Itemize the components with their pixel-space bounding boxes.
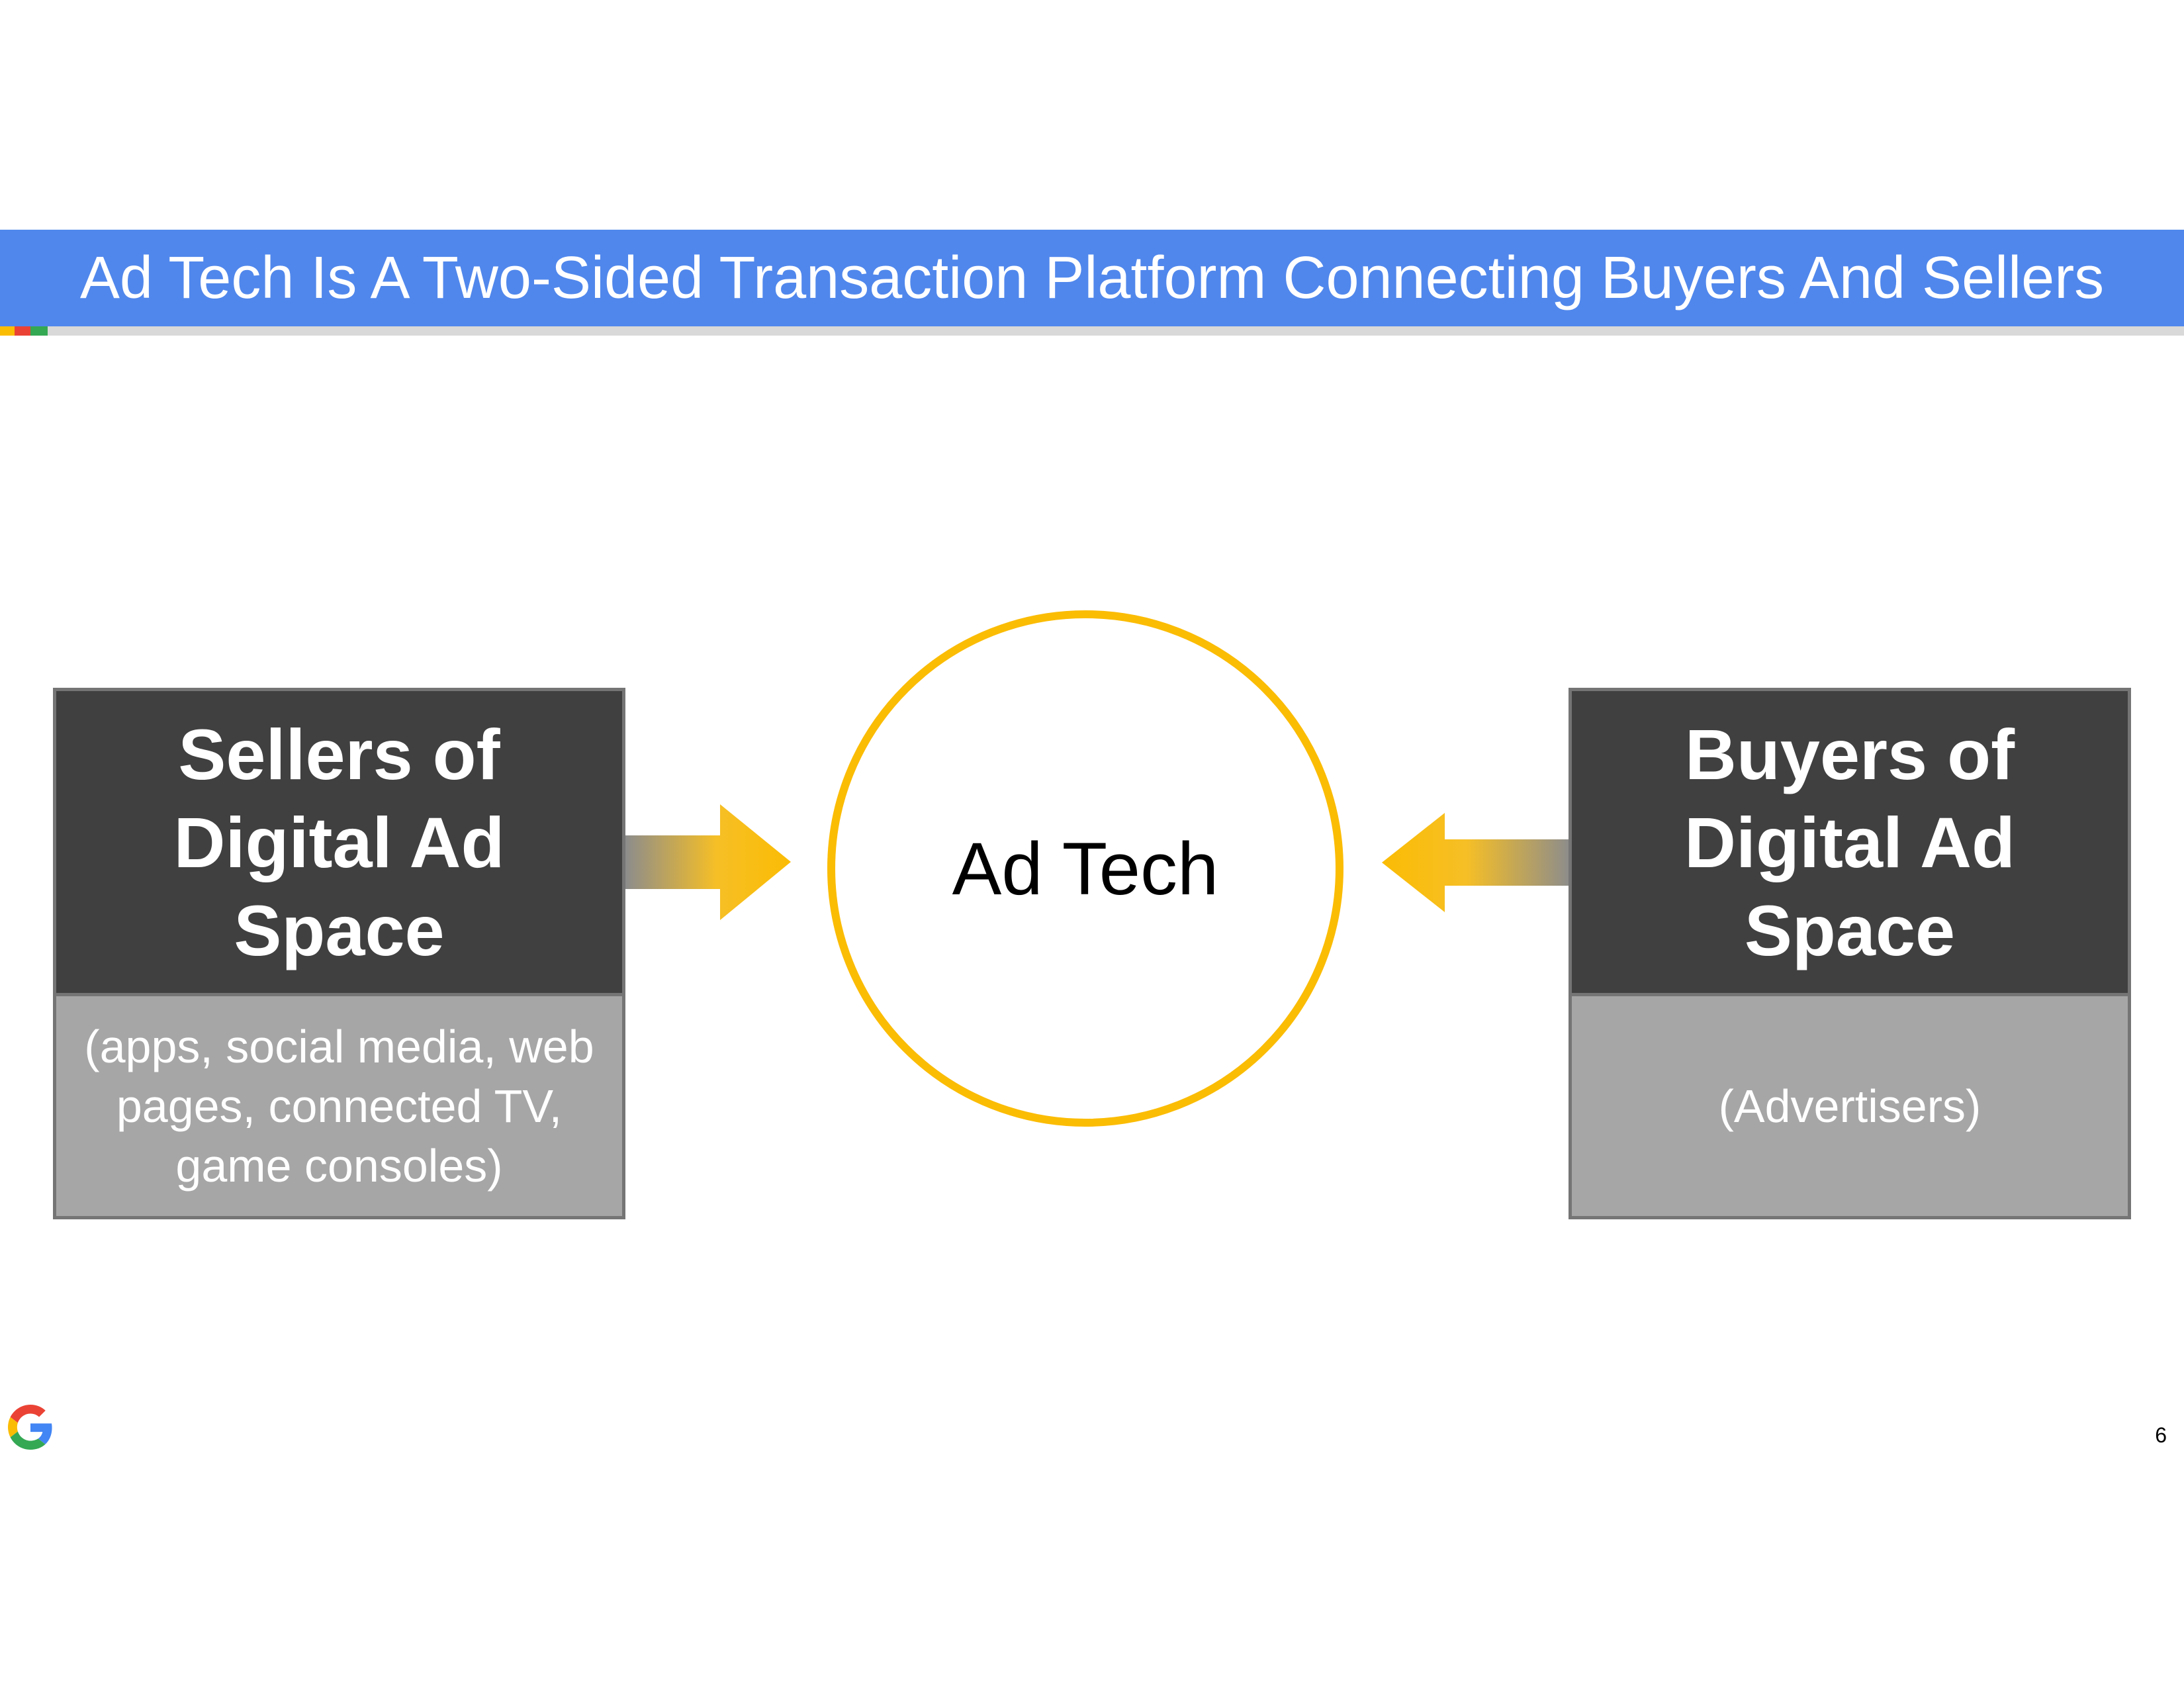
buyers-subtext: (Advertisers) bbox=[1572, 996, 2128, 1216]
ad-tech-circle: Ad Tech bbox=[827, 610, 1343, 1127]
ad-tech-label: Ad Tech bbox=[952, 827, 1219, 910]
sellers-subtext: (apps, social media, web pages, connecte… bbox=[56, 996, 622, 1216]
buyers-box: Buyers of Digital Ad Space (Advertisers) bbox=[1569, 688, 2131, 1219]
title-underline bbox=[0, 326, 2184, 336]
accent-yellow bbox=[0, 326, 15, 336]
sellers-heading: Sellers of Digital Ad Space bbox=[56, 691, 622, 996]
buyers-heading: Buyers of Digital Ad Space bbox=[1572, 691, 2128, 996]
title-bar: Ad Tech Is A Two-Sided Transaction Platf… bbox=[0, 230, 2184, 326]
accent-red bbox=[15, 326, 30, 336]
slide-title: Ad Tech Is A Two-Sided Transaction Platf… bbox=[79, 245, 2105, 311]
accent-green bbox=[30, 326, 48, 336]
arrow-left-icon bbox=[1382, 813, 1570, 912]
arrow-right-icon bbox=[625, 804, 791, 920]
page-number: 6 bbox=[2155, 1423, 2167, 1447]
sellers-box: Sellers of Digital Ad Space (apps, socia… bbox=[53, 688, 625, 1219]
google-g-icon bbox=[8, 1405, 52, 1450]
